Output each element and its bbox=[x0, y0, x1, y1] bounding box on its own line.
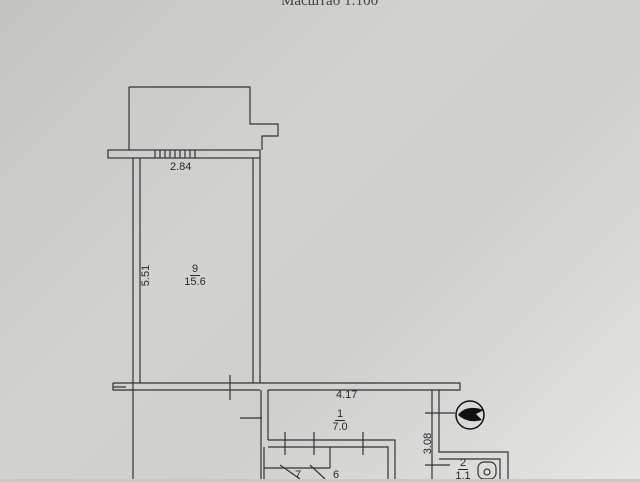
bathroom-wall bbox=[431, 390, 509, 479]
toilet-icon bbox=[477, 461, 497, 479]
room-9-label: 9 15.6 bbox=[180, 263, 210, 288]
window bbox=[154, 150, 196, 158]
room-number: 2 bbox=[457, 457, 469, 470]
inner-wall bbox=[268, 439, 396, 479]
room-6-number: 6 bbox=[333, 469, 340, 481]
room-1-label: 1 7.0 bbox=[325, 408, 355, 433]
room-7-number: 7 bbox=[295, 469, 302, 481]
room-area: 1.1 bbox=[455, 470, 471, 482]
dimension-room9-length: 5.51 bbox=[140, 264, 153, 287]
room-area: 15.6 bbox=[184, 276, 206, 288]
dimension-balcony-width: 2.84 bbox=[170, 161, 192, 173]
dimension-hall-height: 3.08 bbox=[422, 432, 435, 455]
right-wall bbox=[252, 158, 261, 383]
room-number: 1 bbox=[334, 408, 346, 421]
balcony-wall bbox=[107, 149, 261, 159]
balcony-outline bbox=[129, 86, 279, 150]
room-area: 7.0 bbox=[332, 421, 348, 433]
riser-symbol-icon bbox=[455, 400, 485, 430]
left-wall bbox=[132, 158, 141, 479]
middle-wall bbox=[112, 382, 461, 391]
room-number: 9 bbox=[189, 263, 201, 276]
scale-caption: Масштаб 1:100 bbox=[281, 0, 379, 9]
dimension-hall-width: 4.17 bbox=[336, 389, 358, 401]
room-2-label: 2 1.1 bbox=[448, 457, 478, 482]
walls bbox=[107, 86, 509, 479]
